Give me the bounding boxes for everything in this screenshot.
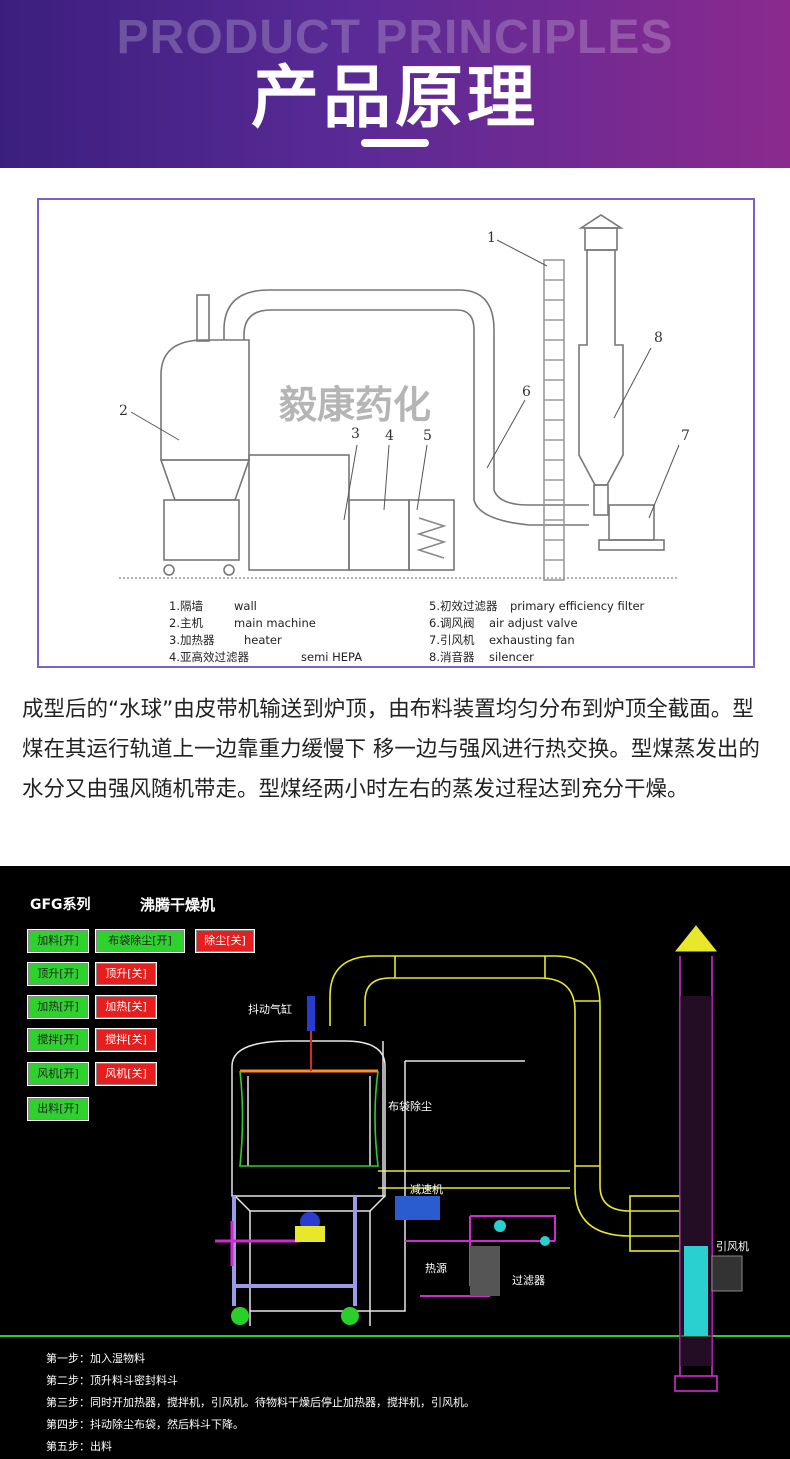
dust-off-button[interactable]: 除尘[关] — [195, 929, 255, 953]
lift-off-button[interactable]: 顶升[关] — [95, 962, 157, 986]
top-duct — [223, 289, 495, 470]
filter-box — [408, 499, 455, 571]
fan-label: 引风机 — [716, 1240, 749, 1253]
step-1: 第一步：加入湿物料 — [46, 1352, 145, 1365]
step-2: 第二步：顶升料斗密封料斗 — [46, 1374, 178, 1387]
return-duct — [473, 470, 589, 526]
machine-cart — [163, 499, 240, 561]
banner-english-title: PRODUCT PRINCIPLES — [116, 11, 674, 64]
callout-5: 5 — [423, 428, 432, 444]
silencer — [578, 249, 624, 486]
air-handler — [248, 454, 350, 571]
exhaust-fan — [608, 504, 655, 541]
heat-on-button[interactable]: 加热[开] — [27, 995, 89, 1019]
banner-title: 产品原理 — [250, 59, 539, 138]
heater-box — [348, 499, 410, 571]
discharge-cart — [232, 1196, 357, 1306]
stir-on-button[interactable]: 搅拌[开] — [27, 1028, 89, 1052]
callout-4: 4 — [385, 428, 394, 444]
bag-filter-on-button[interactable]: 布袋除尘[开] — [95, 929, 185, 953]
cart-wheel-left-icon — [231, 1307, 249, 1325]
scada-schematic — [0, 925, 790, 1392]
lift-on-button[interactable]: 顶升[开] — [27, 962, 89, 986]
cylinder-label: 抖动气缸 — [248, 1003, 292, 1016]
step-4: 第四步：抖动除尘布袋，然后料斗下降。 — [46, 1418, 244, 1431]
main-machine-body — [160, 339, 250, 461]
bag-filter-label: 布袋除尘 — [388, 1100, 432, 1113]
cylinder-icon — [307, 996, 315, 1031]
scada-title: 沸腾干燥机 — [140, 896, 216, 914]
cart-wheel-right-icon — [341, 1307, 359, 1325]
fan-icon — [684, 1246, 708, 1336]
main-vessel — [231, 1040, 525, 1326]
machine-cone — [159, 459, 251, 501]
fan-on-button[interactable]: 风机[开] — [27, 1062, 89, 1086]
title-underline — [361, 139, 429, 147]
heat-source-icon — [470, 1246, 500, 1296]
heat-off-button[interactable]: 加热[关] — [95, 995, 157, 1019]
callout-1: 1 — [487, 230, 496, 246]
bag-filter — [239, 1070, 379, 1167]
wall — [543, 259, 565, 581]
callout-7: 7 — [681, 428, 690, 444]
fan-off-button[interactable]: 风机[关] — [95, 1062, 157, 1086]
discharge-on-button[interactable]: 出料[开] — [27, 1097, 89, 1121]
header-banner: PRODUCT PRINCIPLES 产品原理 — [0, 0, 790, 168]
callout-3: 3 — [351, 426, 360, 442]
watermark: 毅康药化 — [279, 383, 431, 427]
reducer-label: 减速机 — [410, 1183, 443, 1196]
callout-2: 2 — [119, 403, 128, 419]
callout-8: 8 — [654, 330, 663, 346]
exhaust-stack-short — [196, 294, 210, 342]
step-5: 第五步：出料 — [46, 1440, 112, 1453]
scada-series: GFG系列 — [30, 897, 91, 913]
heat-source-label: 热源 — [425, 1262, 447, 1275]
scada-panel: GFG系列 沸腾干燥机 加料[开] 布袋除尘[开] 除尘[关] 顶升[开] 顶升… — [0, 866, 790, 1459]
feed-on-button[interactable]: 加料[开] — [27, 929, 89, 953]
filter-label: 过滤器 — [512, 1274, 545, 1287]
principle-description: 成型后的“水球”由皮带机输送到炉顶，由布料装置均匀分布到炉顶全截面。型煤在其运行… — [22, 697, 760, 802]
step-3: 第三步：同时开加热器，搅拌机，引风机。待物料干燥后停止加热器，搅拌机，引风机。 — [46, 1396, 475, 1409]
reducer-icon — [395, 1196, 440, 1220]
callout-6: 6 — [522, 384, 531, 400]
stir-off-button[interactable]: 搅拌[关] — [95, 1028, 157, 1052]
